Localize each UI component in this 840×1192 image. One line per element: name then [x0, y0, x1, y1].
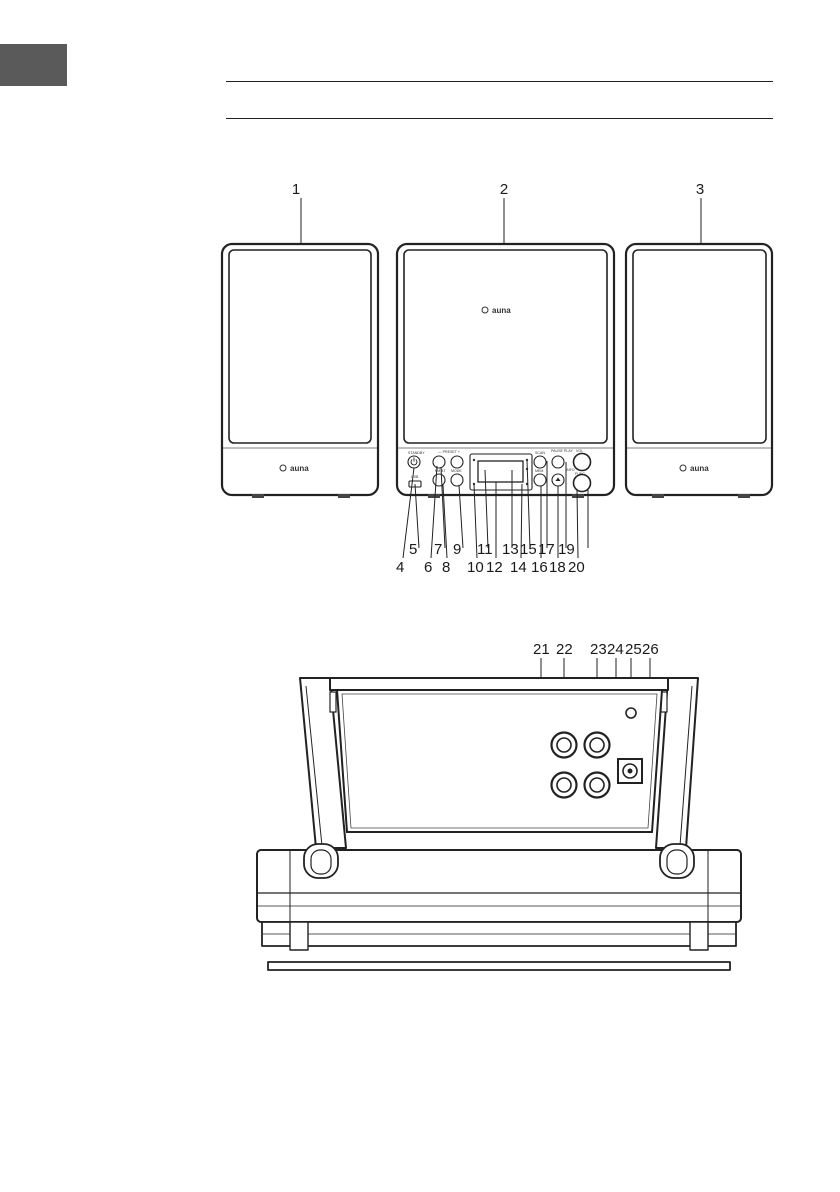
label-fm: FM [435, 469, 440, 473]
label-standby: STANDBY [408, 451, 425, 455]
header-rule-bottom [226, 118, 773, 119]
scan-button[interactable] [534, 456, 546, 468]
callout-14: 14 [510, 559, 527, 576]
label-func: FUNC [575, 472, 585, 476]
label-usb: USB [411, 475, 419, 479]
preset-up-button[interactable] [451, 456, 463, 468]
callout-10: 10 [467, 559, 484, 576]
fm-bt-button[interactable] [433, 474, 445, 486]
back-panel [337, 690, 662, 832]
callout-4: 4 [396, 559, 404, 576]
callout-5: 5 [409, 541, 417, 558]
callout-23: 23 [590, 641, 607, 658]
volume-knob[interactable] [574, 454, 591, 471]
callout-9: 9 [453, 541, 461, 558]
main-unit-brand: auna [492, 306, 511, 315]
callout-19: 19 [558, 541, 575, 558]
play-pause-button[interactable] [552, 456, 564, 468]
section-header [226, 82, 773, 118]
preset-down-button[interactable] [433, 456, 445, 468]
callout-6: 6 [424, 559, 432, 576]
speaker-left-brand: auna [290, 464, 309, 473]
callout-2: 2 [500, 181, 508, 198]
label-mem: MEM [535, 469, 543, 473]
callout-21: 21 [533, 641, 550, 658]
left-speaker: auna [222, 244, 378, 498]
label-play-pause: PAUSE PLAY [551, 449, 573, 453]
callout-12: 12 [486, 559, 503, 576]
label-info: INFO [566, 468, 575, 472]
label-scan: SCAN [535, 451, 545, 455]
callout-22: 22 [556, 641, 573, 658]
callout-11: 11 [477, 541, 493, 558]
callout-8: 8 [442, 559, 450, 576]
callout-15: 15 [520, 541, 537, 558]
callout-3: 3 [696, 181, 704, 198]
mode-button[interactable] [451, 474, 463, 486]
label-vol: VOL [576, 449, 583, 453]
right-speaker: auna [626, 244, 772, 498]
front-view-diagram: 1 2 3 auna auna [0, 170, 840, 590]
callout-17: 17 [538, 541, 555, 558]
mem-button[interactable] [534, 474, 546, 486]
callout-18: 18 [549, 559, 566, 576]
callout-7: 7 [434, 541, 442, 558]
callout-26: 26 [642, 641, 659, 658]
func-knob[interactable] [574, 475, 591, 492]
speaker-right-brand: auna [690, 464, 709, 473]
aux-jack-25[interactable] [626, 708, 636, 718]
callout-16: 16 [531, 559, 548, 576]
rear-view-diagram: 21 22 23 24 25 26 [0, 636, 840, 986]
callout-13: 13 [502, 541, 519, 558]
main-unit: auna STANDBY USB [397, 244, 614, 498]
language-tab [0, 44, 67, 86]
label-preset: — PRESET + [438, 450, 460, 454]
label-bt: BT [441, 469, 446, 473]
callout-25: 25 [625, 641, 642, 658]
callout-24: 24 [607, 641, 624, 658]
label-mode: MODE [451, 469, 462, 473]
callout-20: 20 [568, 559, 585, 576]
callout-1: 1 [292, 181, 300, 198]
